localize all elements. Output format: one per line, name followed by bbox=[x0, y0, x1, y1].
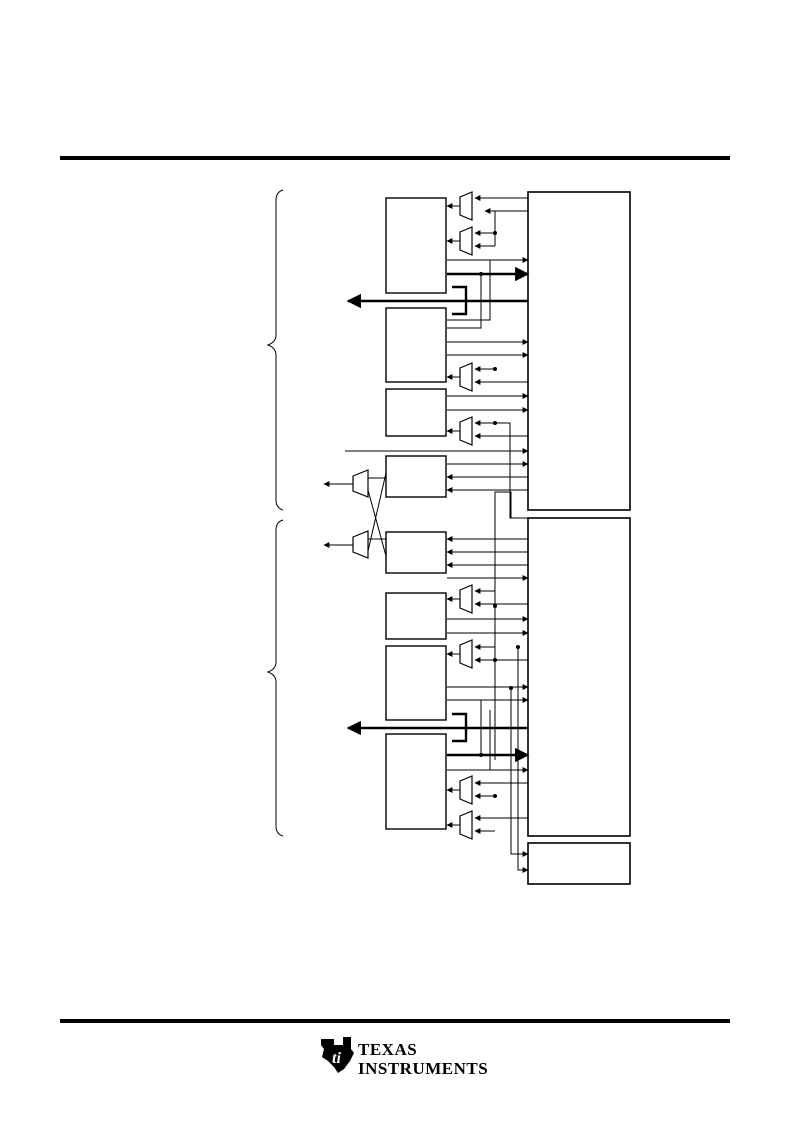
mux-6 bbox=[352, 530, 369, 559]
mux-inputs bbox=[474, 195, 528, 834]
brace-lower bbox=[266, 519, 284, 837]
junction-dots bbox=[479, 231, 520, 798]
mux-5 bbox=[352, 469, 369, 498]
brand-line-1: TEXAS bbox=[358, 1040, 418, 1059]
mux-1 bbox=[459, 191, 473, 221]
mux-2 bbox=[459, 226, 473, 256]
right-block-upper bbox=[527, 191, 631, 511]
block-3 bbox=[385, 388, 447, 437]
mux-3 bbox=[459, 362, 473, 392]
feedback-lines bbox=[447, 260, 529, 873]
mux-4 bbox=[459, 416, 473, 446]
mux-outputs bbox=[323, 203, 460, 828]
block-8 bbox=[385, 733, 447, 830]
mux-9 bbox=[459, 775, 473, 805]
mux-group bbox=[352, 191, 473, 840]
right-block-small bbox=[527, 842, 631, 885]
right-block-lower bbox=[527, 517, 631, 837]
block-5 bbox=[385, 531, 447, 574]
texas-instruments-logo: ti TEXAS INSTRUMENTS bbox=[318, 1030, 488, 1080]
mux-10 bbox=[459, 810, 473, 840]
mux-8 bbox=[459, 639, 473, 669]
bus-lines bbox=[346, 266, 530, 763]
signal-lines bbox=[345, 257, 529, 773]
footer-rule bbox=[60, 1019, 730, 1023]
svg-text:ti: ti bbox=[332, 1050, 341, 1067]
header-rule bbox=[60, 156, 730, 160]
block-7 bbox=[385, 645, 447, 721]
mux-7 bbox=[459, 584, 473, 614]
ti-state-icon: ti bbox=[321, 1037, 354, 1073]
cross-lines bbox=[367, 472, 387, 557]
block-4 bbox=[385, 455, 447, 498]
signal-lines-in bbox=[446, 474, 528, 568]
brand-line-2: INSTRUMENTS bbox=[358, 1059, 489, 1078]
block-1 bbox=[385, 197, 447, 294]
block-2 bbox=[385, 307, 447, 383]
block-6 bbox=[385, 592, 447, 640]
brace-upper bbox=[266, 189, 284, 511]
